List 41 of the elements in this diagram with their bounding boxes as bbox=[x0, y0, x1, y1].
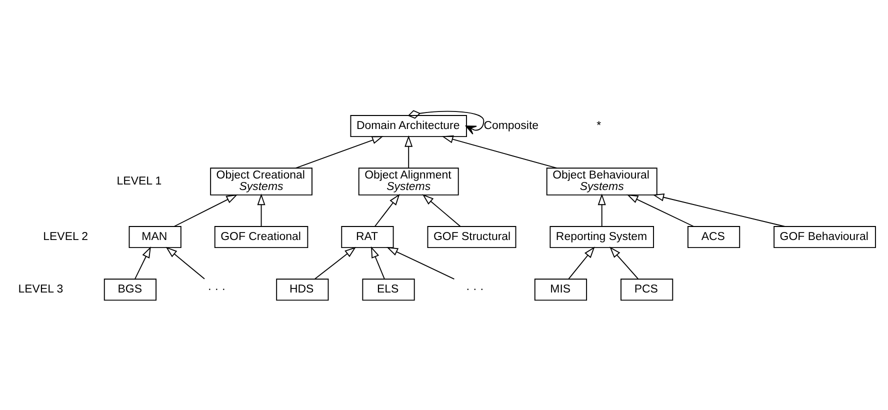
node-box: BGS bbox=[104, 278, 157, 300]
label: LEVEL 3 bbox=[18, 283, 64, 296]
arrow bbox=[314, 246, 356, 279]
arrow bbox=[404, 134, 413, 168]
arrow bbox=[134, 246, 151, 279]
arrow bbox=[422, 194, 461, 226]
node-box: GOF Behavioural bbox=[774, 226, 876, 248]
arrow bbox=[166, 246, 205, 279]
node-box: HDS bbox=[276, 278, 329, 300]
node-text: · · · bbox=[466, 283, 484, 296]
node-box: Object Alignment Systems bbox=[358, 167, 459, 195]
node-box: MAN bbox=[128, 226, 182, 248]
node-box: ACS bbox=[687, 226, 740, 248]
node-box: PCS bbox=[620, 278, 674, 300]
node-box: MIS bbox=[534, 278, 588, 300]
node-box: Domain Architecture bbox=[350, 114, 467, 137]
arrow bbox=[568, 246, 595, 279]
arrow bbox=[257, 193, 266, 226]
node-box: RAT bbox=[341, 226, 394, 248]
arrow bbox=[374, 193, 400, 226]
arrow bbox=[442, 134, 558, 168]
node-box: GOF Creational bbox=[214, 226, 308, 248]
label: LEVEL 2 bbox=[43, 230, 88, 242]
arrow bbox=[652, 192, 786, 226]
node-box: Object Behavioural Systems bbox=[546, 167, 658, 195]
arrow bbox=[174, 194, 238, 226]
node-text: · · · bbox=[208, 283, 226, 296]
arrow bbox=[386, 246, 455, 280]
arrow bbox=[598, 193, 606, 226]
label: LEVEL 1 bbox=[116, 175, 162, 188]
node-box: ELS bbox=[362, 278, 415, 300]
arrow bbox=[295, 136, 384, 168]
arrow bbox=[626, 194, 694, 226]
arrow bbox=[408, 110, 484, 134]
node-box: Reporting System bbox=[550, 226, 654, 248]
arrow bbox=[610, 246, 639, 279]
node-box: Object Creational Systems bbox=[210, 167, 312, 195]
label: * bbox=[596, 120, 602, 132]
arrow bbox=[370, 246, 385, 279]
node-box: GOF Structural bbox=[427, 226, 516, 248]
edge-label: Composite bbox=[484, 120, 539, 132]
